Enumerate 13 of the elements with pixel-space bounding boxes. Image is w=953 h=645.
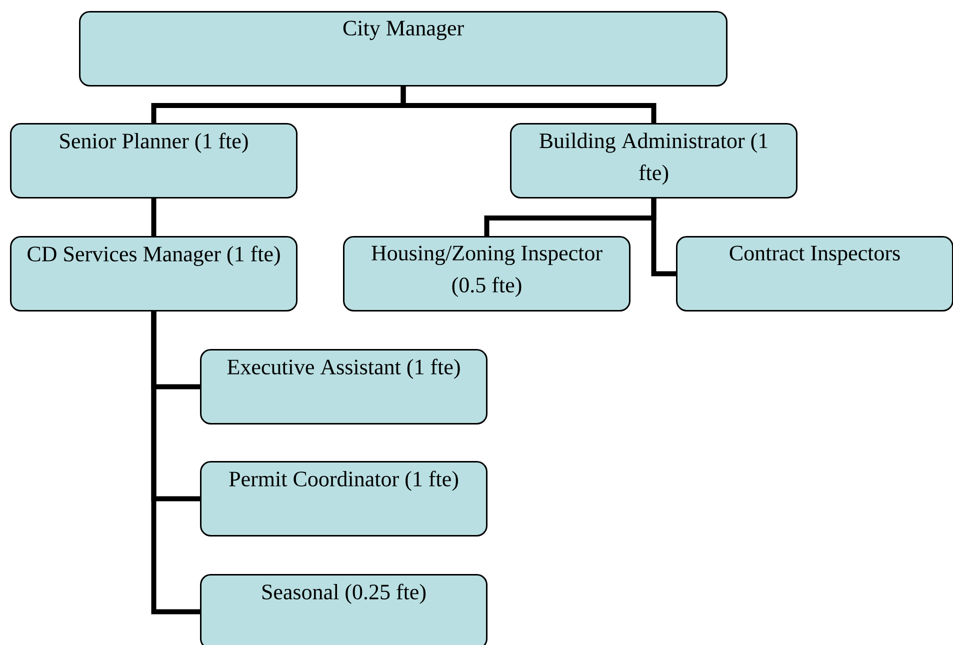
connector-line — [651, 198, 676, 276]
connector-line — [400, 86, 656, 123]
connector-line — [151, 198, 156, 236]
org-box: Building Administrator (1 fte) — [510, 123, 798, 198]
org-box: Permit Coordinator (1 fte) — [200, 461, 488, 536]
connector-line — [151, 312, 200, 614]
org-box: CD Services Manager (1 fte) — [10, 236, 298, 312]
org-box: Contract Inspectors — [676, 236, 953, 312]
org-box: Housing/Zoning Inspector (0.5 fte) — [343, 236, 630, 312]
org-box: City Manager — [79, 11, 728, 86]
org-box: Executive Assistant (1 fte) — [200, 349, 488, 424]
org-box: Seasonal (0.25 fte) — [200, 574, 488, 645]
org-box: Senior Planner (1 fte) — [10, 123, 298, 198]
